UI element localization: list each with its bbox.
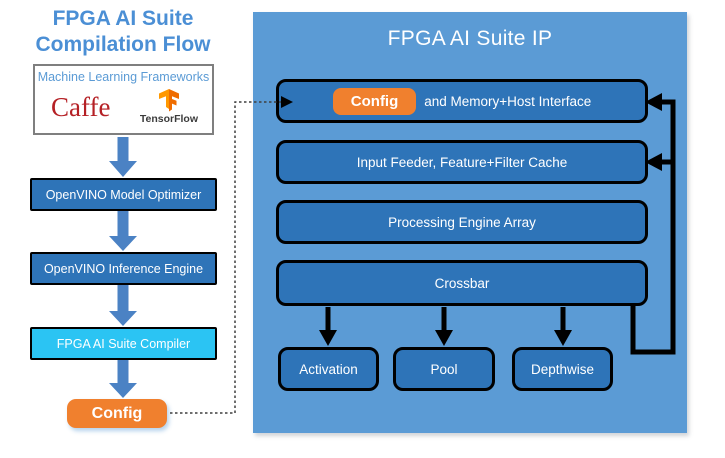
- openvino-model-optimizer-label: OpenVINO Model Optimizer: [45, 187, 202, 202]
- fpga-ai-suite-ip-panel: FPGA AI Suite IP Config and Memory+Host …: [253, 12, 687, 433]
- tensorflow-logo: TensorFlow: [140, 88, 198, 125]
- processing-engine-array-box: Processing Engine Array: [276, 200, 648, 244]
- processing-engine-array-label: Processing Engine Array: [388, 214, 536, 230]
- tensorflow-icon: [158, 89, 179, 112]
- openvino-inference-engine-box: OpenVINO Inference Engine: [30, 252, 217, 285]
- machine-learning-frameworks-box: Machine Learning Frameworks Caffe Tensor…: [33, 64, 214, 135]
- depthwise-label: Depthwise: [530, 361, 595, 377]
- config-output-pill: Config: [67, 399, 167, 428]
- crossbar-box: Crossbar: [276, 260, 648, 306]
- config-row-text: and Memory+Host Interface: [424, 93, 592, 109]
- input-feeder-cache-label: Input Feeder, Feature+Filter Cache: [356, 154, 568, 170]
- pool-box: Pool: [393, 347, 495, 391]
- tensorflow-label: TensorFlow: [139, 113, 198, 125]
- activation-box: Activation: [278, 347, 379, 391]
- crossbar-label: Crossbar: [434, 275, 490, 291]
- openvino-inference-engine-label: OpenVINO Inference Engine: [43, 261, 204, 276]
- depthwise-box: Depthwise: [512, 347, 613, 391]
- config-memory-host-interface-box: Config and Memory+Host Interface: [276, 79, 648, 123]
- frameworks-logos-row: Caffe TensorFlow: [35, 84, 212, 125]
- config-chip: Config: [332, 87, 417, 115]
- caffe-logo: Caffe: [51, 91, 111, 122]
- machine-learning-frameworks-label: Machine Learning Frameworks: [37, 70, 210, 84]
- fpga-ai-suite-compiler-box: FPGA AI Suite Compiler: [30, 327, 217, 360]
- compilation-flow-title-line2: Compilation Flow: [35, 33, 211, 56]
- config-output-label: Config: [91, 404, 143, 422]
- compilation-flow-title: FPGA AI Suite Compilation Flow: [0, 6, 246, 58]
- input-feeder-cache-box: Input Feeder, Feature+Filter Cache: [276, 140, 648, 184]
- pool-label: Pool: [430, 361, 458, 377]
- openvino-model-optimizer-box: OpenVINO Model Optimizer: [30, 178, 217, 211]
- activation-label: Activation: [299, 361, 358, 377]
- compilation-flow-title-line1: FPGA AI Suite: [52, 7, 194, 30]
- fpga-ai-suite-compiler-label: FPGA AI Suite Compiler: [56, 336, 191, 351]
- fpga-ai-suite-ip-title: FPGA AI Suite IP: [387, 27, 553, 50]
